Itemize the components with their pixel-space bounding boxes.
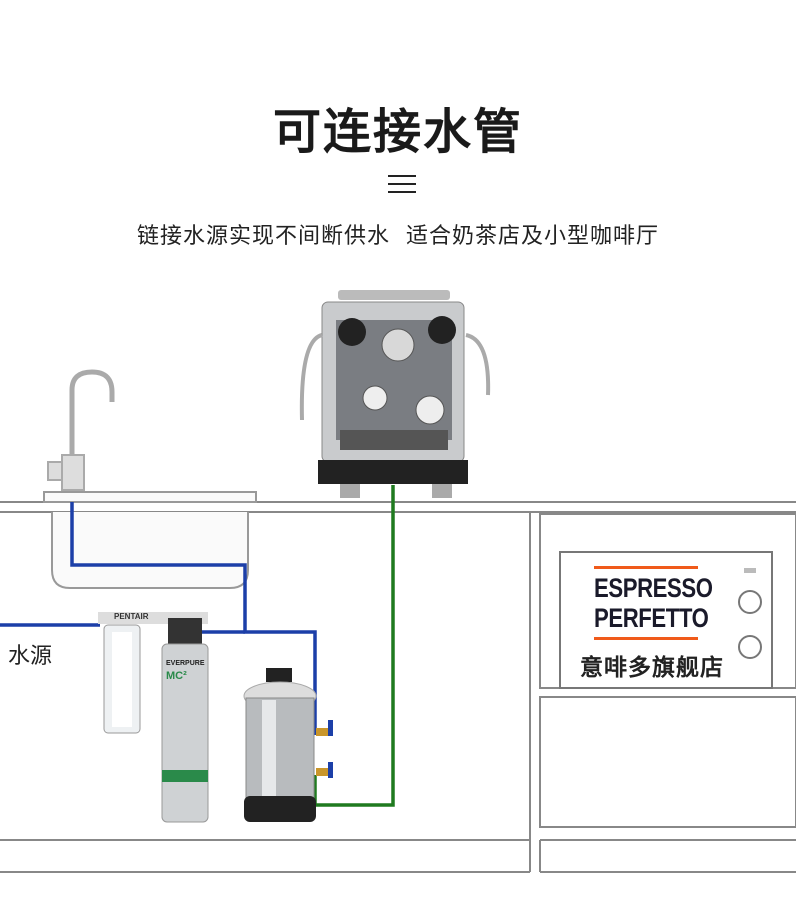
page-subtitle: 链接水源实现不间断供水 适合奶茶店及小型咖啡厅 [137,224,659,249]
logo-chinese: 意啡多旗舰店 [580,655,724,681]
store-logo: ESPRESSO PERFETTO 意啡多旗舰店 [580,566,724,682]
logo-line1: ESPRESSO [594,573,713,603]
everpure-brand: EVERPURE [166,660,205,667]
sink [43,491,257,589]
everpure-model: MC² [166,670,187,682]
logo-bottom-bar [594,637,698,640]
logo-line2: PERFETTO [594,603,709,633]
everpure-cartridge [161,618,209,823]
faucet [47,369,115,491]
inlet-pipe [0,502,317,735]
water-softener [243,668,333,822]
water-source-label: 水源 [8,644,53,669]
pentair-brand: PENTAIR [114,612,149,621]
microwave [559,551,773,689]
outlet-pipe [313,485,395,807]
menu-lines-icon [388,175,416,193]
page-title: 可连接水管 [272,104,523,160]
espresso-machine [299,290,491,498]
logo-top-bar [594,566,698,569]
